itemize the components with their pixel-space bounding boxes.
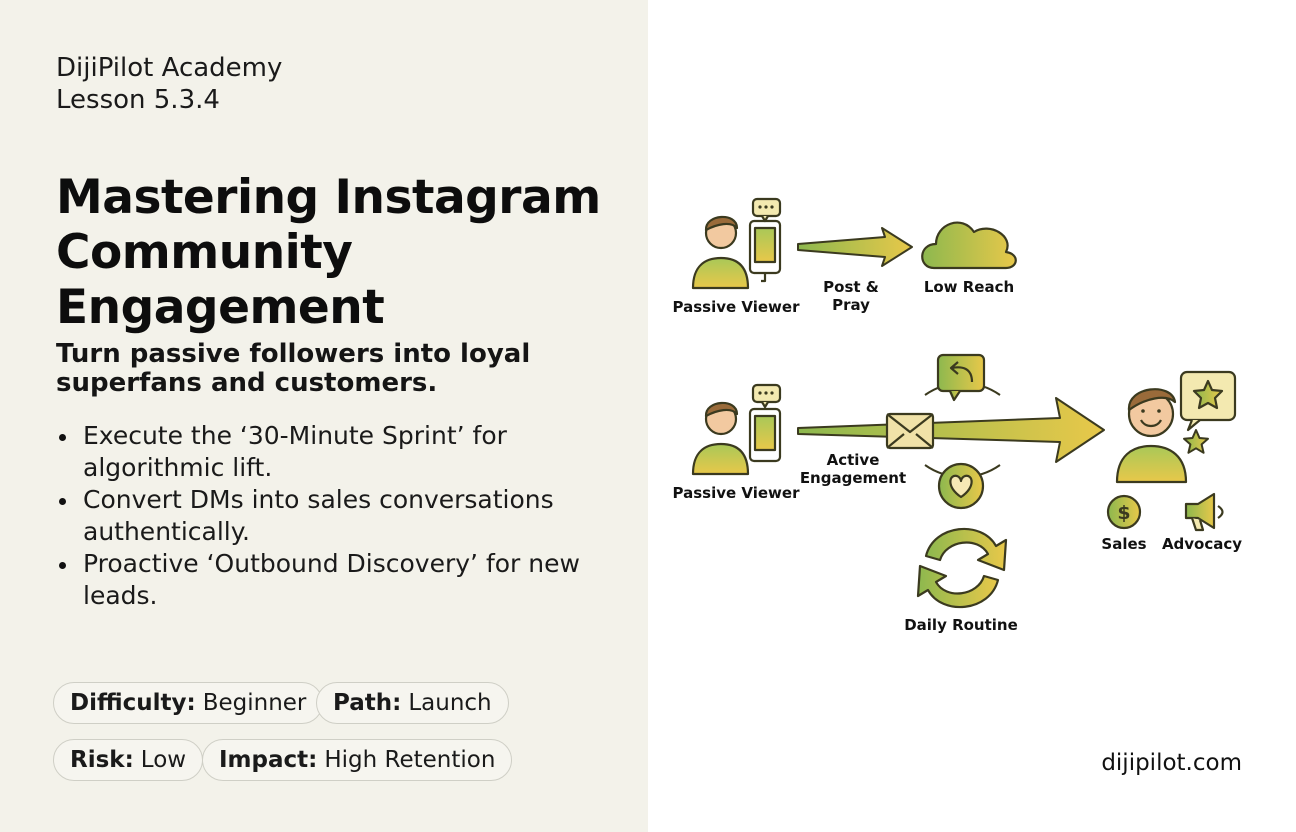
star-bubble-icon: [1179, 370, 1237, 432]
cloud-icon: [921, 221, 1017, 270]
impact-tag: Impact:High Retention: [202, 739, 513, 781]
dollar-coin-icon: $: [1106, 494, 1142, 530]
megaphone-icon: [1184, 492, 1224, 532]
low-reach-label: Low Reach: [924, 278, 1014, 296]
tag-value: Launch: [408, 690, 492, 716]
passive-viewer-icon: [691, 383, 782, 476]
bottom-viewer-label: Passive Viewer: [673, 484, 801, 502]
tag-value: High Retention: [324, 747, 496, 773]
reply-bubble-icon: [936, 353, 986, 402]
daily-routine-cycle-icon: [916, 527, 1008, 609]
post-pray-label-line1: Post &: [823, 278, 879, 296]
brand-name: DijiPilot Academy: [56, 53, 283, 83]
active-engagement-arrow: [797, 397, 1105, 463]
active-engagement-label-line2: Engagement: [800, 469, 906, 487]
superfan-icon: [1115, 388, 1188, 484]
key-point: Proactive ‘Outbound Discovery’ for new l…: [56, 548, 616, 612]
website-url: dijipilot.com: [1101, 750, 1242, 776]
lesson-number: Lesson 5.3.4: [56, 85, 220, 115]
page-subtitle: Turn passive followers into loyal superf…: [56, 339, 531, 398]
tag-value: Low: [140, 747, 187, 773]
active-engagement-label-line1: Active: [827, 451, 880, 469]
tag-key: Impact:: [219, 747, 318, 773]
star-icon: [1183, 429, 1209, 454]
key-points-list: Execute the ‘30-Minute Sprint’ for algor…: [56, 420, 616, 612]
advocacy-label: Advocacy: [1162, 535, 1242, 553]
top-viewer-label: Passive Viewer: [673, 298, 801, 316]
passive-viewer-icon: [691, 197, 782, 290]
envelope-icon: [885, 412, 935, 450]
tag-value: Beginner: [202, 690, 307, 716]
tag-key: Risk:: [70, 747, 134, 773]
post-pray-arrow: [797, 227, 913, 267]
sales-label: Sales: [1101, 535, 1146, 553]
post-pray-label-line2: Pray: [832, 296, 870, 314]
tag-key: Path:: [333, 690, 402, 716]
svg-text:$: $: [1117, 502, 1130, 524]
difficulty-tag: Difficulty:Beginner: [53, 682, 324, 724]
tag-key: Difficulty:: [70, 690, 196, 716]
page-title: Mastering Instagram Community Engagement: [56, 170, 601, 335]
path-tag: Path:Launch: [316, 682, 509, 724]
daily-routine-label: Daily Routine: [904, 616, 1018, 634]
key-point: Execute the ‘30-Minute Sprint’ for algor…: [56, 420, 616, 484]
key-point: Convert DMs into sales conversations aut…: [56, 484, 616, 548]
heart-icon: [937, 462, 985, 510]
